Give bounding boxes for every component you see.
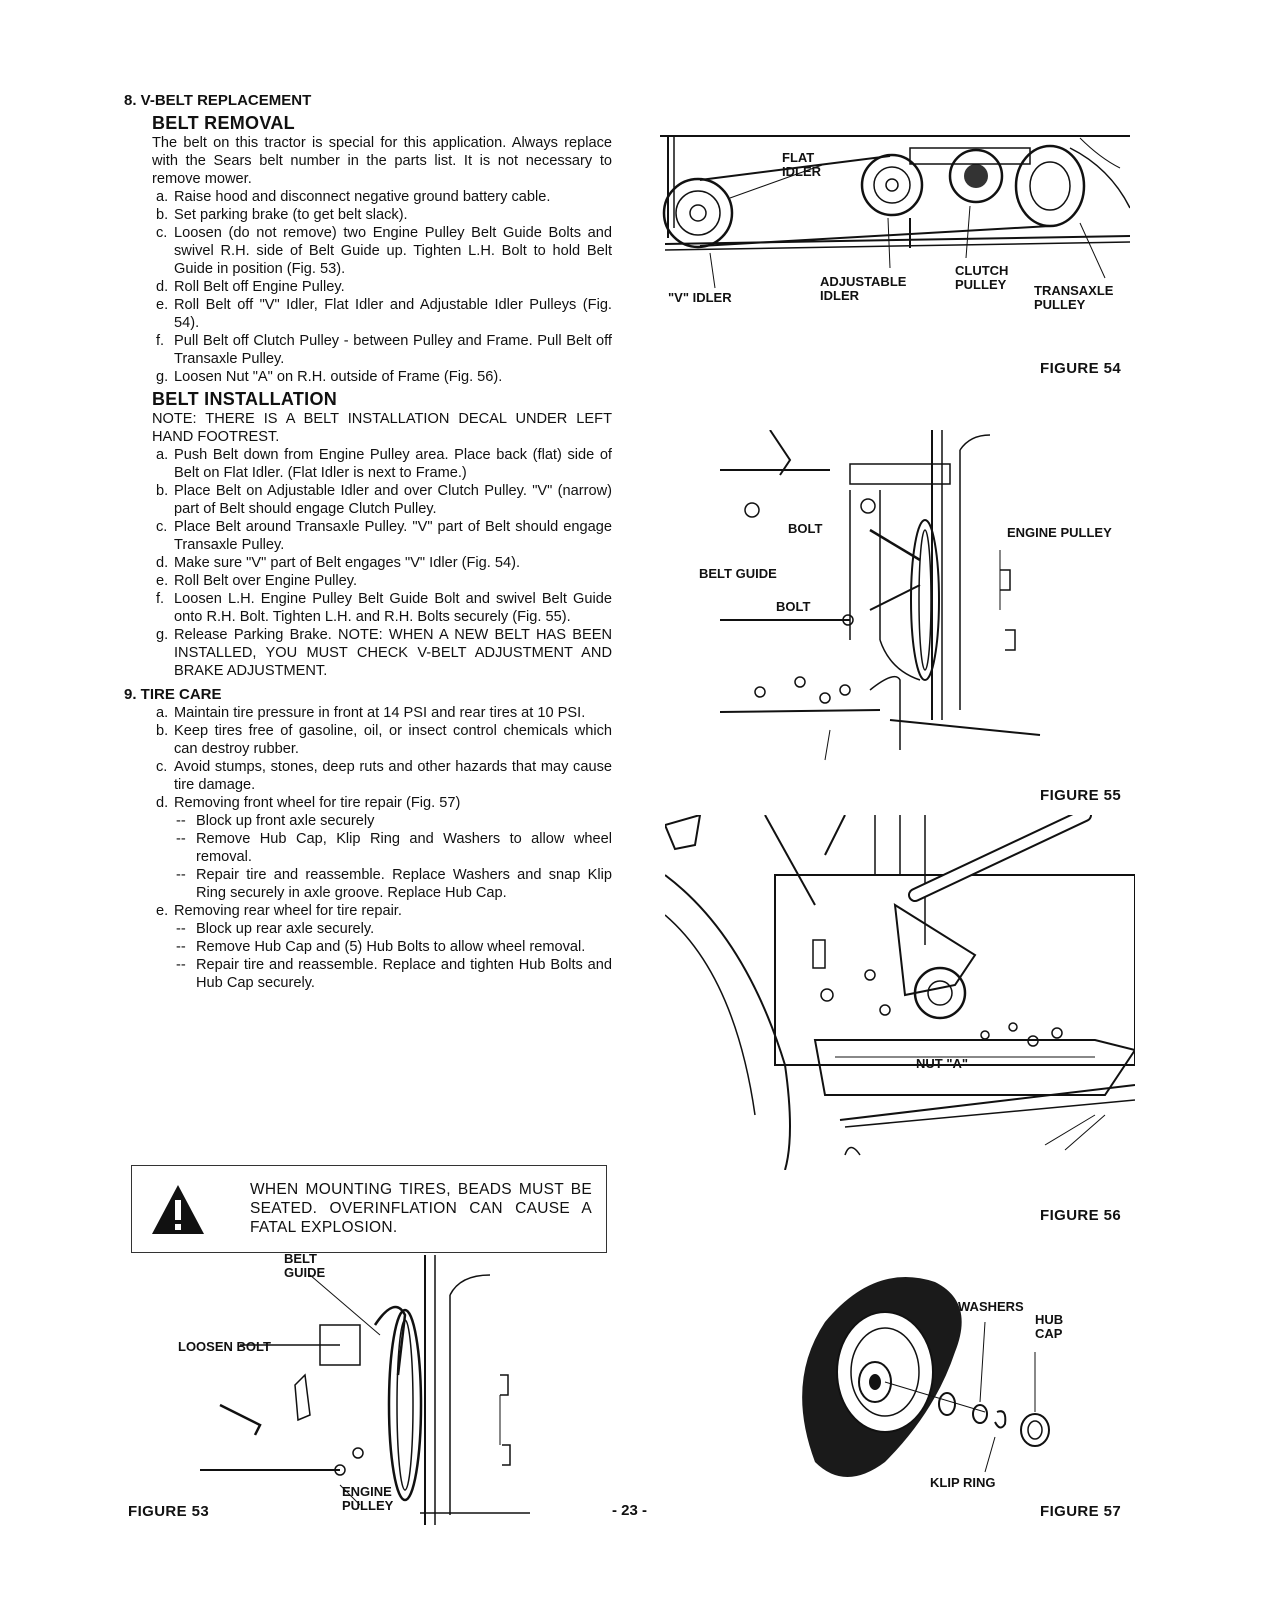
figure-57-drawing [785, 1262, 1105, 1512]
list-item: e.Removing rear wheel for tire repair. B… [152, 902, 612, 992]
figure-55-caption: FIGURE 55 [1040, 787, 1122, 804]
figure-54-drawing [660, 128, 1130, 318]
washers-label: WASHERS [958, 1299, 1024, 1314]
list-item: a.Maintain tire pressure in front at 14 … [156, 705, 586, 721]
front-wheel-substeps: Block up front axle securely Remove Hub … [174, 812, 612, 902]
list-item: g.Loosen Nut "A" on R.H. outside of Fram… [156, 369, 503, 385]
belt-installation-steps: a.Push Belt down from Engine Pulley area… [132, 446, 612, 680]
belt-removal-steps: a.Raise hood and disconnect negative gro… [132, 188, 612, 386]
figure-57-caption: FIGURE 57 [1040, 1503, 1122, 1520]
warning-text: WHEN MOUNTING TIRES, BEADS MUST BE SEATE… [250, 1181, 592, 1236]
figure-56-drawing [665, 815, 1135, 1170]
list-item: d.Roll Belt off Engine Pulley. [156, 279, 345, 295]
warning-triangle-icon [150, 1182, 206, 1238]
list-item: b.Keep tires free of gasoline, oil, or i… [156, 723, 612, 757]
list-item: a.Raise hood and disconnect negative gro… [156, 189, 551, 205]
list-item: c.Loosen (do not remove) two Engine Pull… [156, 225, 612, 277]
engine-pulley-label: ENGINE PULLEY [1007, 525, 1112, 540]
belt-installation-note: NOTE: THERE IS A BELT INSTALLATION DECAL… [152, 411, 612, 445]
klip-ring-label: KLIP RING [930, 1475, 996, 1490]
belt-removal-intro: The belt on this tractor is special for … [152, 135, 612, 187]
list-item: a.Push Belt down from Engine Pulley area… [156, 447, 612, 481]
rear-wheel-substeps: Block up rear axle securely. Remove Hub … [174, 920, 612, 992]
list-item: g.Release Parking Brake. NOTE: WHEN A NE… [156, 627, 612, 679]
belt-removal-title: BELT REMOVAL [152, 113, 295, 133]
bolt-top-label: BOLT [788, 521, 823, 536]
warning-box: WHEN MOUNTING TIRES, BEADS MUST BE SEATE… [131, 1165, 607, 1253]
list-item: Repair tire and reassemble. Replace and … [174, 956, 612, 992]
list-item: b.Set parking brake (to get belt slack). [156, 207, 408, 223]
list-item: Block up rear axle securely. [174, 920, 612, 938]
list-item: Block up front axle securely [174, 812, 612, 830]
list-item: f.Pull Belt off Clutch Pulley - between … [156, 333, 612, 367]
list-item: f.Loosen L.H. Engine Pulley Belt Guide B… [156, 591, 612, 625]
section-8-heading: 8. V-BELT REPLACEMENT [124, 92, 312, 109]
nut-a-label: NUT "A" [916, 1056, 969, 1071]
v-idler-label: "V" IDLER [668, 290, 732, 305]
figure-54-caption: FIGURE 54 [1040, 360, 1122, 377]
list-item: d.Make sure "V" part of Belt engages "V"… [156, 555, 520, 571]
tire-care-steps: a.Maintain tire pressure in front at 14 … [132, 704, 612, 992]
figure-55-drawing [720, 430, 1070, 770]
list-item: c.Place Belt around Transaxle Pulley. "V… [156, 519, 612, 553]
list-item: Remove Hub Cap and (5) Hub Bolts to allo… [174, 938, 612, 956]
page-number: - 23 - [612, 1502, 648, 1519]
list-item: e.Roll Belt off "V" Idler, Flat Idler an… [156, 297, 612, 331]
list-item: b.Place Belt on Adjustable Idler and ove… [156, 483, 612, 517]
list-item: Remove Hub Cap, Klip Ring and Washers to… [174, 830, 612, 866]
section-9-heading: 9. TIRE CARE [124, 686, 222, 703]
list-item: d.Removing front wheel for tire repair (… [152, 794, 612, 902]
figure-56-caption: FIGURE 56 [1040, 1207, 1122, 1224]
left-column: 8. V-BELT REPLACEMENT BELT REMOVAL The b… [124, 92, 612, 992]
belt-guide-label: BELT GUIDE [699, 566, 777, 581]
belt-installation-title: BELT INSTALLATION [152, 389, 338, 409]
figure-53-drawing [180, 1255, 550, 1525]
list-item: Repair tire and reassemble. Replace Wash… [174, 866, 612, 902]
loosen-bolt-label: LOOSEN BOLT [178, 1339, 271, 1354]
list-item: c.Avoid stumps, stones, deep ruts and ot… [156, 759, 612, 793]
bolt-bottom-label: BOLT [776, 599, 811, 614]
list-item: e.Roll Belt over Engine Pulley. [156, 573, 358, 589]
figure-53-caption: FIGURE 53 [128, 1503, 210, 1520]
